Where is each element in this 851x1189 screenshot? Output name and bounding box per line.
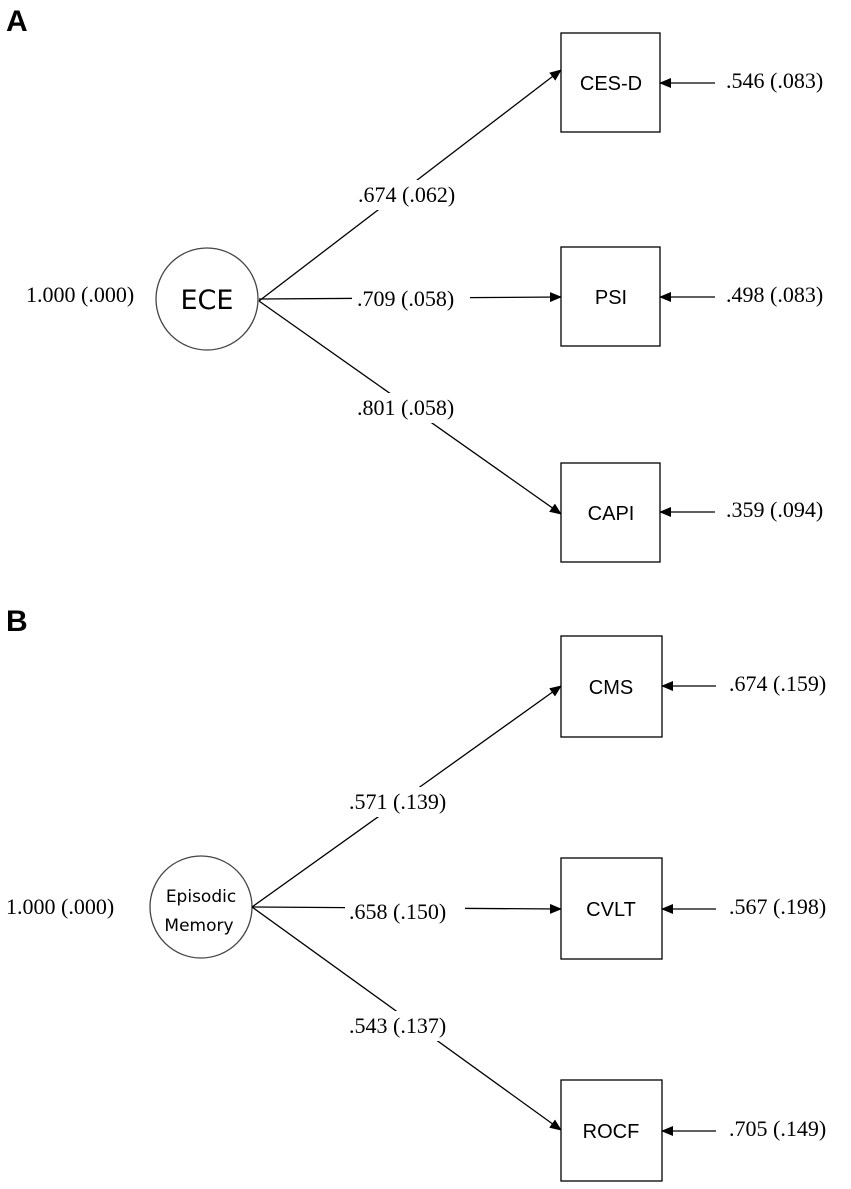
residual-psi: .498 (.083) <box>726 282 823 307</box>
residual-cms: .674 (.159) <box>729 671 826 696</box>
loading-rocf: .543 (.137) <box>349 1013 446 1038</box>
latent-ece-variance: 1.000 (.000) <box>26 282 134 307</box>
box-cesd <box>560 32 661 133</box>
latent-episodic-memory-line2: Memory <box>164 916 233 936</box>
loading-cvlt: .658 (.150) <box>349 899 446 924</box>
latent-episodic-memory-line1: Episodic <box>166 887 236 907</box>
loading-cesd: .674 (.062) <box>358 182 455 207</box>
box-cvlt-label: CVLT <box>586 899 636 921</box>
residual-rocf: .705 (.149) <box>729 1116 826 1141</box>
residual-cesd: .546 (.083) <box>726 68 823 93</box>
box-cvlt <box>560 857 663 960</box>
loading-cms: .571 (.139) <box>349 789 446 814</box>
loading-psi: .709 (.058) <box>357 286 454 311</box>
box-psi-label: PSI <box>595 287 627 309</box>
box-capi <box>560 462 661 563</box>
residual-cvlt: .567 (.198) <box>729 894 826 919</box>
latent-episodic-memory-variance: 1.000 (.000) <box>6 894 114 919</box>
latent-ece-label: ECE <box>181 285 234 316</box>
latent-episodic-memory-circle <box>149 855 253 959</box>
box-cms <box>560 635 663 738</box>
box-cesd-label: CES-D <box>580 73 642 95</box>
box-capi-label: CAPI <box>588 503 635 525</box>
panel-b: B Episodic Memory 1.000 (.000) .571 (.13… <box>6 605 826 1182</box>
box-rocf <box>560 1079 663 1182</box>
box-rocf-label: ROCF <box>583 1121 640 1143</box>
residual-capi: .359 (.094) <box>726 497 823 522</box>
panel-a-letter: A <box>6 5 28 38</box>
box-cms-label: CMS <box>589 677 633 699</box>
loading-capi: .801 (.058) <box>357 395 454 420</box>
latent-ece-circle <box>155 247 259 351</box>
panel-b-letter: B <box>6 605 28 638</box>
panel-a: A ECE 1.000 (.000) .674 (.062) .709 (.05… <box>6 5 823 563</box>
